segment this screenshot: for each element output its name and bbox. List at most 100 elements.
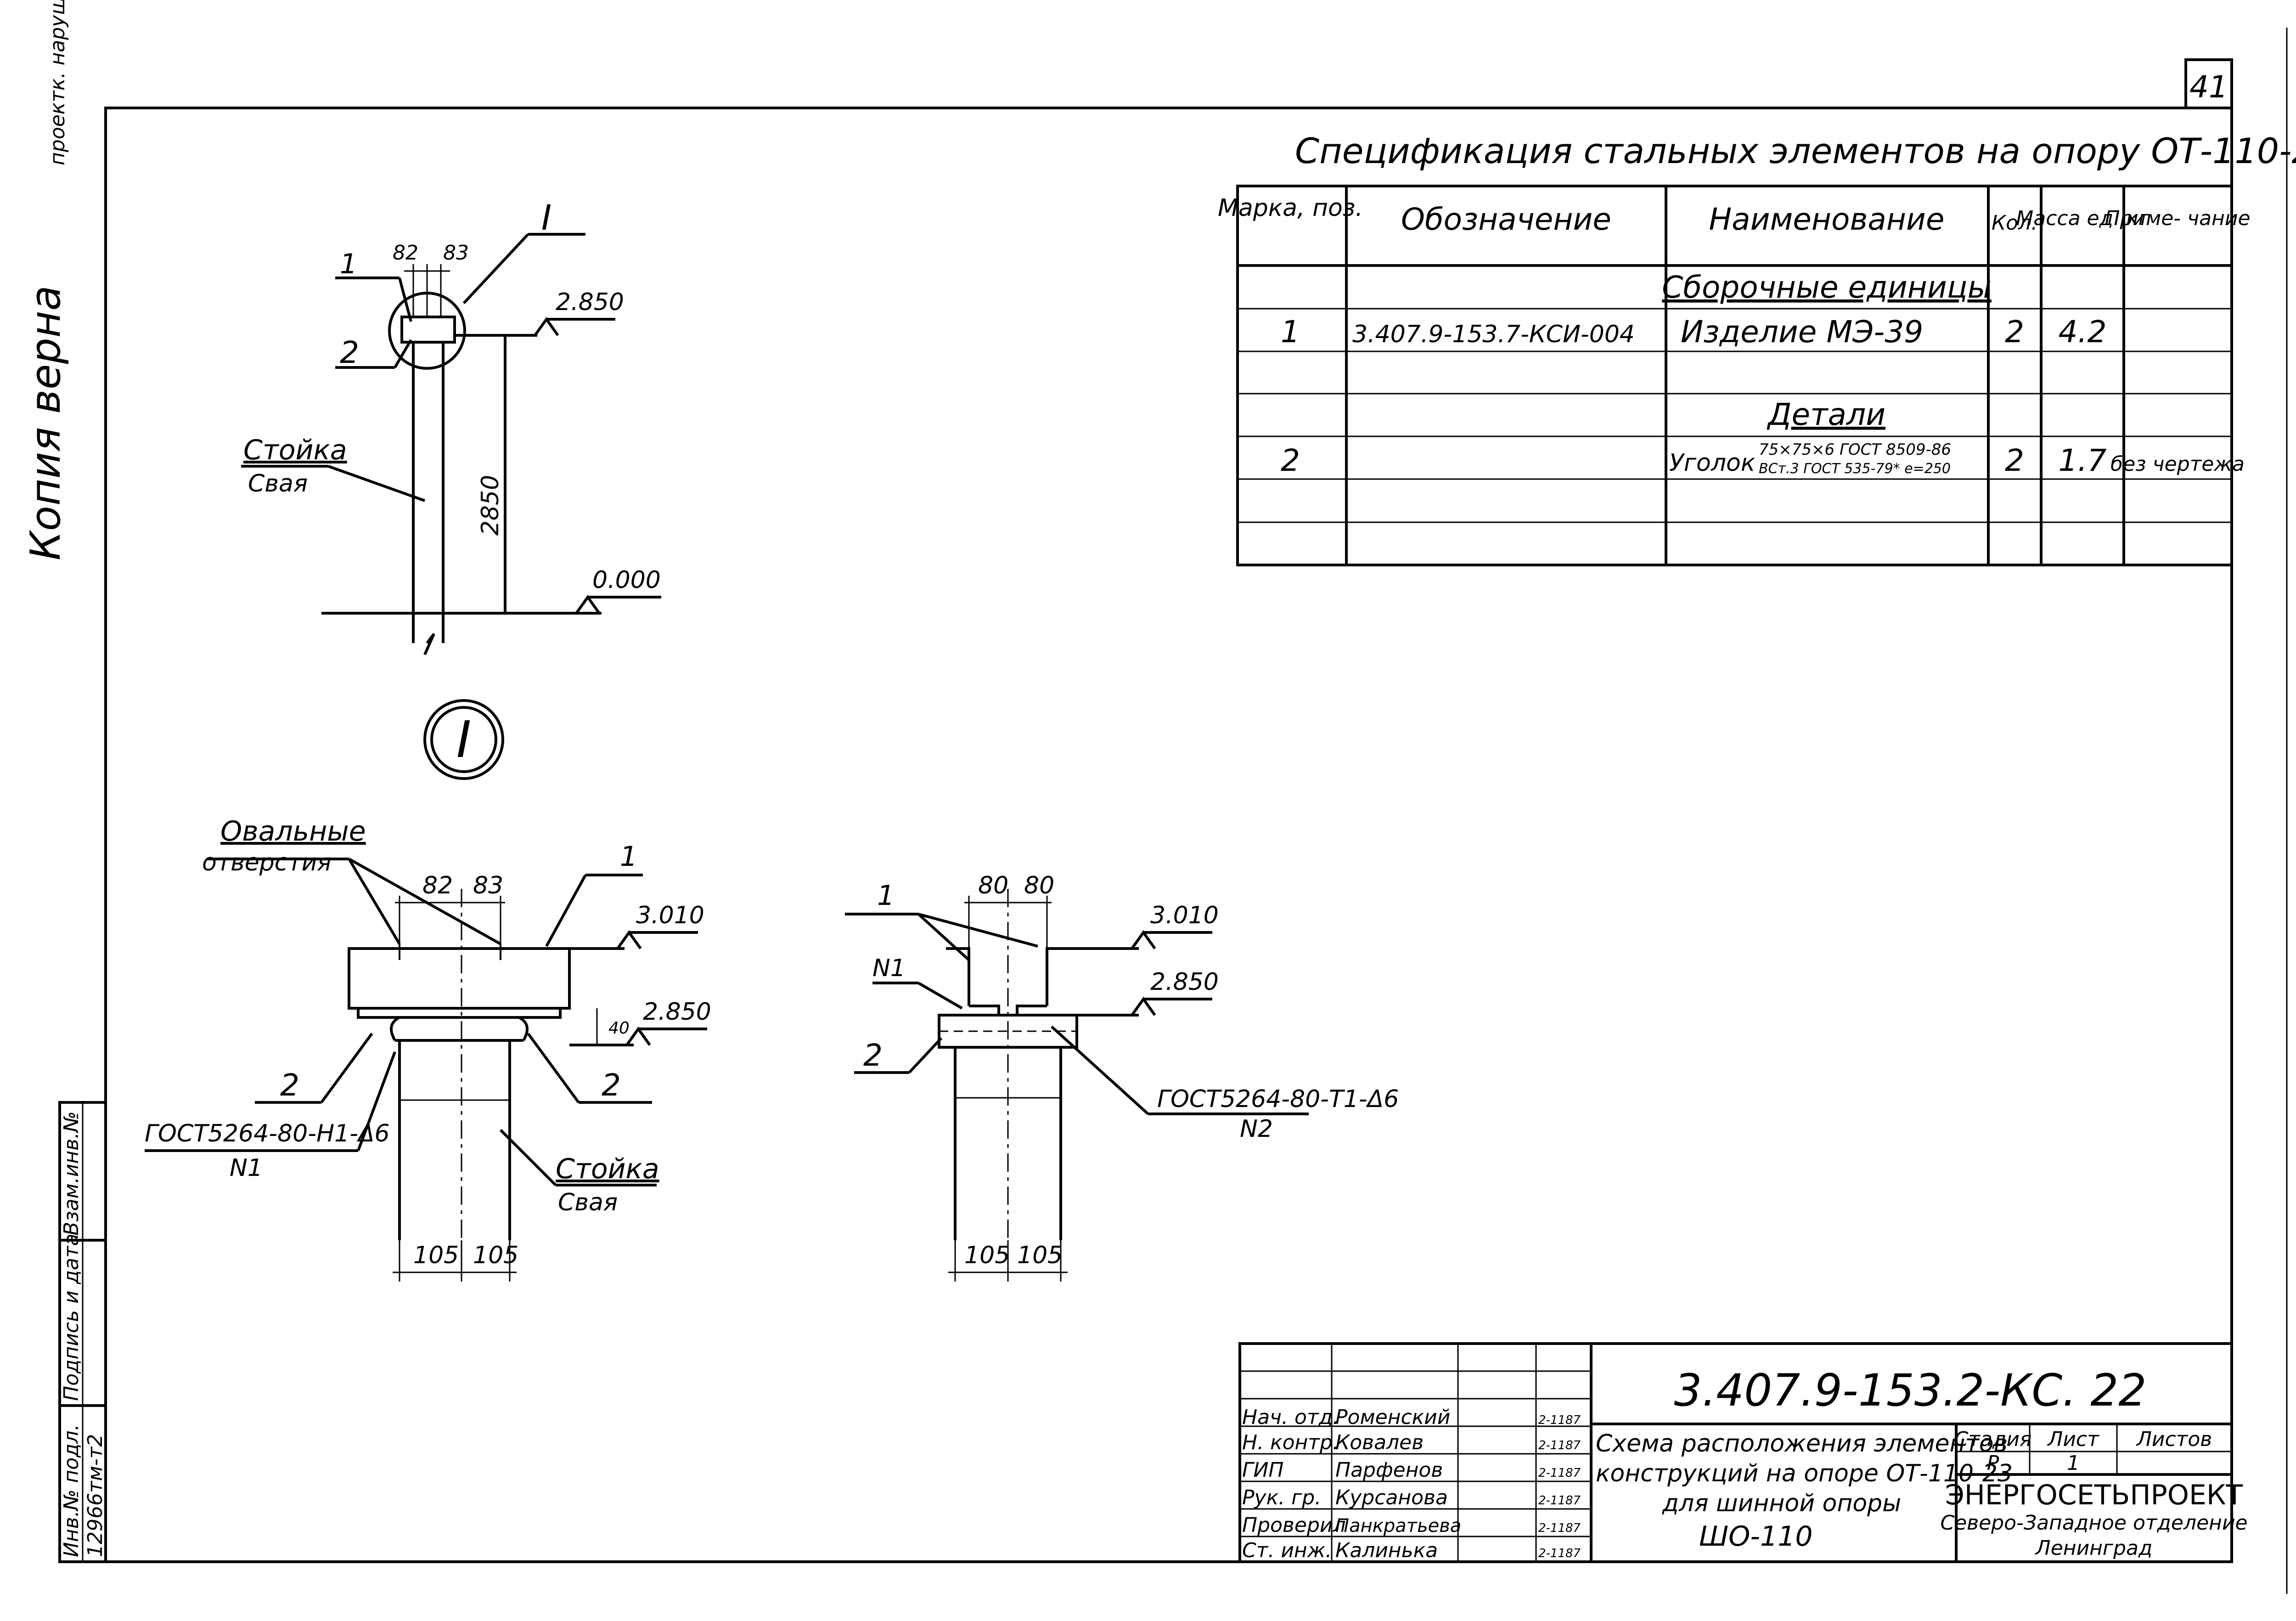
side-stamp-col1: Инв.№ подл.	[60, 1424, 83, 1557]
dl-weld-no: N1	[230, 1154, 263, 1182]
dl-elev-top: 3.010	[636, 902, 704, 929]
margin-corner-note: проектк. нарущ. 5.1.87	[46, 0, 69, 165]
row1-name: Изделие МЭ-39	[1681, 314, 1923, 350]
dl-callout-1: 1	[620, 841, 637, 873]
person-role-3: Рук. гр.	[1242, 1486, 1321, 1509]
row1-mark: 1	[1281, 314, 1300, 350]
row1-qty: 2	[2005, 314, 2024, 350]
main-elev-ground: 0.000	[592, 566, 661, 594]
detail-right	[845, 889, 1309, 1282]
header-mass: Масса ед. кг	[2016, 207, 2149, 230]
dr-dim-105b: 105	[1017, 1242, 1063, 1269]
main-callout-1: 1	[340, 248, 357, 280]
dl-elev-mid: 2.850	[643, 998, 711, 1026]
main-elev-top: 2.850	[556, 288, 624, 316]
dl-callout-2a: 2	[280, 1067, 299, 1103]
row2-name-detail-2: ВСт.3 ГОСТ 535-79* е=250	[1759, 461, 1951, 477]
row2-name: Уголок	[1669, 449, 1756, 477]
person-name-0: Роменский	[1335, 1406, 1450, 1429]
side-stamp-grid	[58, 1101, 107, 1563]
drawing-frame	[104, 107, 2233, 1563]
dl-label-holes-1: Овальные	[220, 815, 366, 847]
dr-dim-80a: 80	[978, 872, 1008, 899]
detail-marker: I	[456, 710, 471, 769]
person-name-5: Калинька	[1335, 1539, 1438, 1562]
dl-dim-83: 83	[473, 872, 503, 899]
header-name: Наименование	[1709, 202, 1945, 237]
dr-callout-n1: N1	[872, 955, 906, 982]
spec-table-grid	[1236, 185, 2233, 566]
sheet-number: 41	[2189, 69, 2228, 105]
person-role-2: ГИП	[1242, 1458, 1284, 1482]
detail-marker-circle	[423, 699, 504, 780]
dl-dim-105b: 105	[473, 1242, 518, 1269]
row2-name-detail-1: 75×75×6 ГОСТ 8509-86	[1759, 441, 1951, 459]
dr-weld-no: N2	[1240, 1115, 1273, 1143]
person-name-2: Парфенов	[1335, 1458, 1443, 1482]
main-callout-2: 2	[340, 335, 359, 370]
person-name-1: Ковалев	[1335, 1431, 1424, 1454]
title-block-grid	[1238, 1342, 2233, 1563]
person-name-3: Курсанова	[1335, 1486, 1448, 1509]
person-date-5: 2-1187	[1538, 1547, 1581, 1560]
section-parts: Детали	[1767, 397, 1885, 432]
main-callout-detail: I	[541, 197, 551, 238]
org-city: Ленинград	[2035, 1536, 2153, 1560]
dr-callout-2: 2	[863, 1038, 883, 1073]
dr-elev-top: 3.010	[1150, 902, 1219, 929]
person-role-5: Ст. инж.	[1242, 1539, 1332, 1562]
dr-dim-80b: 80	[1024, 872, 1054, 899]
header-mark: Марка, поз.	[1218, 194, 1363, 222]
org-name: ЭНЕРГОСЕТЬПРОЕКТ	[1945, 1479, 2243, 1511]
main-dim-height: 2850	[477, 475, 504, 536]
side-stamp-col2: Подпись и дата	[60, 1234, 83, 1401]
main-dim-82: 82	[393, 241, 418, 265]
title-description-1: Схема расположения элементов	[1596, 1430, 2008, 1457]
dl-label-post: Стойка	[556, 1153, 659, 1185]
row2-mark: 2	[1281, 443, 1300, 478]
dr-callout-1: 1	[877, 880, 895, 912]
title-description-4: ШО-110	[1699, 1520, 1813, 1553]
person-date-3: 2-1187	[1538, 1494, 1581, 1508]
person-role-0: Нач. отд.	[1242, 1406, 1339, 1429]
row1-mass: 4.2	[2059, 314, 2107, 350]
row2-note: без чертежа	[2110, 452, 2245, 476]
row2-qty: 2	[2005, 443, 2024, 478]
dl-weld: ГОСТ5264-80-Н1-Δ6	[145, 1120, 390, 1147]
sheet-value: 1	[2067, 1452, 2080, 1475]
dr-weld: ГОСТ5264-80-Т1-Δ6	[1157, 1085, 1399, 1113]
person-date-4: 2-1187	[1538, 1521, 1581, 1535]
person-date-0: 2-1187	[1538, 1413, 1581, 1427]
stage-label: Стадия	[1954, 1428, 2032, 1451]
dl-callout-2b: 2	[602, 1067, 621, 1103]
title-block-people: Нач. отд. Роменский 2-1187 Н. контр. Ков…	[1242, 1406, 1581, 1562]
main-elevation	[241, 233, 661, 655]
main-label-post: Стойка	[243, 434, 347, 466]
stage-value: Р	[1987, 1452, 1999, 1475]
person-role-1: Н. контр.	[1242, 1431, 1339, 1454]
header-designation: Обозначение	[1401, 202, 1611, 237]
row2-mass: 1.7	[2059, 443, 2107, 478]
main-label-pile: Свая	[248, 470, 308, 497]
detail-left	[145, 858, 707, 1282]
margin-note: Копия верна	[22, 285, 70, 560]
section-assembly: Сборочные единицы	[1662, 270, 1992, 305]
doc-code: 3.407.9-153.2-КС. 22	[1674, 1365, 2147, 1416]
spec-title: Спецификация стальных элементов на опору…	[1295, 130, 2296, 171]
person-name-4: Панкратьева	[1335, 1515, 1461, 1536]
dl-dim-82: 82	[422, 872, 453, 899]
side-stamp-col3: Взам.инв.№	[60, 1111, 83, 1236]
sheet-label: Лист	[2047, 1428, 2099, 1451]
title-description-3: для шинной опоры	[1662, 1490, 1901, 1517]
header-note: Приме- чание	[2105, 207, 2250, 230]
title-description-2: конструкций на опоре ОТ-110-23	[1596, 1460, 2013, 1487]
dl-dim-105a: 105	[413, 1242, 459, 1269]
dl-label-pile: Свая	[558, 1189, 618, 1216]
person-date-1: 2-1187	[1538, 1439, 1581, 1452]
dr-dim-105a: 105	[964, 1242, 1010, 1269]
dl-label-holes-2: отверстия	[202, 849, 332, 876]
dl-dim-40: 40	[608, 1019, 630, 1038]
row1-designation: 3.407.9-153.7-КСИ-004	[1352, 321, 1635, 348]
sheet-number-box	[2184, 58, 2233, 109]
